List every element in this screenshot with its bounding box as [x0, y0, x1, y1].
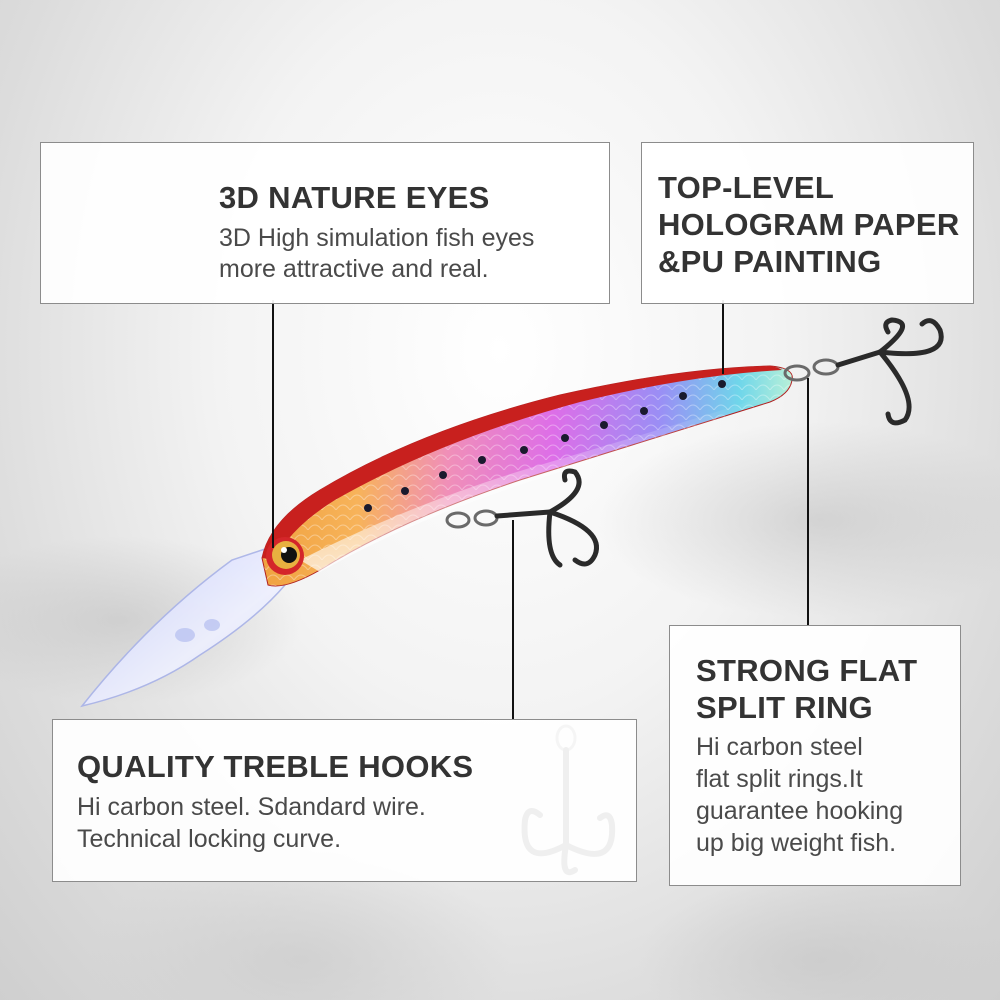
leader-line-hooks	[512, 520, 514, 720]
belly-treble-hook	[494, 468, 599, 568]
lure-eye	[266, 537, 304, 575]
leader-line-hologram	[722, 300, 724, 374]
callout-text-line: more attractive and real.	[219, 255, 489, 283]
callout-title-line: &PU PAINTING	[658, 244, 882, 279]
callout-text-line: Hi carbon steel. Sdandard wire.	[77, 793, 426, 821]
callout-treble-hooks: QUALITY TREBLE HOOKS Hi carbon steel. Sd…	[52, 719, 637, 882]
leader-line-split-ring	[807, 378, 809, 626]
callout-text-line: flat split rings.It	[696, 765, 863, 793]
tail-treble-hook	[835, 317, 944, 426]
callout-hologram-paper: TOP-LEVEL HOLOGRAM PAPER &PU PAINTING	[641, 142, 974, 304]
callout-split-ring: STRONG FLAT SPLIT RING Hi carbon steel f…	[669, 625, 961, 886]
callout-title-line: TOP-LEVEL	[658, 170, 835, 205]
callout-title-line: HOLOGRAM PAPER	[658, 207, 960, 242]
callout-text-line: Hi carbon steel	[696, 733, 863, 761]
tail-split-ring	[783, 358, 840, 382]
callout-text-line: 3D High simulation fish eyes	[219, 224, 535, 252]
belly-split-ring	[445, 509, 499, 529]
diving-lip	[80, 547, 286, 708]
callout-title-line: SPLIT RING	[696, 690, 873, 725]
callout-title-line: STRONG FLAT	[696, 653, 918, 688]
callout-text-line: up big weight fish.	[696, 829, 897, 857]
callout-title: 3D NATURE EYES	[219, 180, 490, 215]
leader-line-eyes	[272, 300, 274, 548]
callout-text-line: guarantee hooking	[696, 797, 904, 825]
callout-title: QUALITY TREBLE HOOKS	[77, 749, 474, 784]
callout-nature-eyes: 3D NATURE EYES 3D High simulation fish e…	[40, 142, 610, 304]
callout-text-line: Technical locking curve.	[77, 825, 342, 853]
